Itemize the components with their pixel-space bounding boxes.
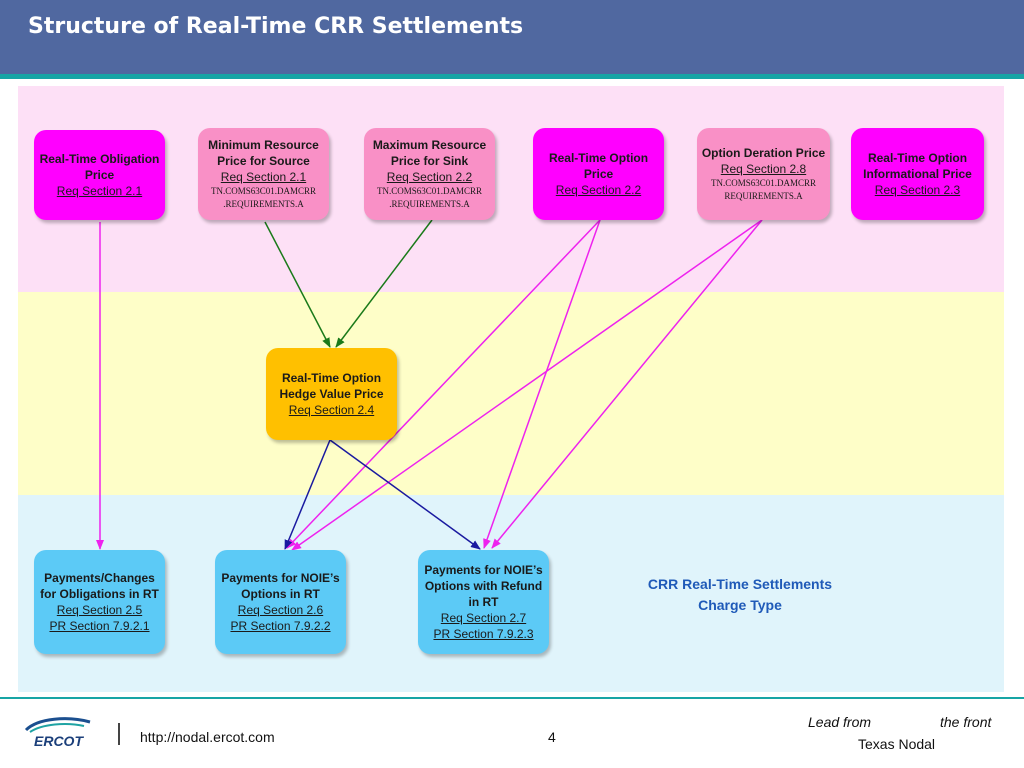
node-req-ref: Req Section 2.2 [555,183,642,197]
node-line: Real-Time Option [281,371,382,385]
node-line: Price for Sink [390,154,469,168]
node-tn-code: REQUIREMENTS.A [724,191,803,201]
node-line: Price [84,168,115,182]
node-rt-option-informational-price: Real-Time Option Informational Price Req… [851,128,984,220]
node-max-resource-price: Maximum Resource Price for Sink Req Sect… [364,128,495,220]
node-line: in RT [468,595,499,609]
node-option-deration-price: Option Deration Price Req Section 2.8 TN… [697,128,830,220]
arrow-option-deration-to-pay-noie-options [291,219,763,551]
node-min-resource-price: Minimum Resource Price for Source Req Se… [198,128,329,220]
node-req-ref: Req Section 2.1 [56,184,143,198]
node-pr-ref: PR Section 7.9.2.1 [49,619,150,633]
node-line: Real-Time Option [867,151,968,165]
node-req-ref: Req Section 2.1 [220,170,307,184]
node-line: Option Deration Price [701,146,826,160]
footer-accent-line [0,697,1024,699]
page-number: 4 [548,729,556,745]
node-line: Payments for NOIE’s [424,563,543,577]
node-line: Payments for NOIE’s [221,571,340,585]
node-line: for Obligations in RT [40,587,159,601]
footer-separator [118,723,120,745]
tagline-texas-nodal: Texas Nodal [858,736,936,752]
arrow-min-resource-to-hedge-value [264,221,331,348]
arrow-rt-option-to-pay-noie-refund [483,219,601,549]
footer-url-link[interactable]: http://nodal.ercot.com [140,729,275,745]
node-pr-ref: PR Section 7.9.2.2 [230,619,331,633]
node-line: Minimum Resource [208,138,319,152]
node-req-ref: Req Section 2.7 [440,611,527,625]
node-line: Maximum Resource [372,138,487,152]
header-bar [0,0,1024,74]
node-rt-option-hedge-value-price: Real-Time Option Hedge Value Price Req S… [266,348,397,440]
charge-type-legend: CRR Real-Time Settlements Charge Type [630,574,850,616]
header-accent-line [0,74,1024,79]
logo-text: ERCOT [34,733,84,749]
node-req-ref: Req Section 2.3 [874,183,961,197]
arrow-hedge-value-to-pay-noie-options [284,439,331,550]
input-prices-band [18,86,1004,292]
node-rt-option-price: Real-Time Option Price Req Section 2.2 [533,128,664,220]
node-pr-ref: PR Section 7.9.2.3 [433,627,534,641]
node-line: Payments/Changes [44,571,155,585]
node-tn-code: TN.COMS63C01.DAMCRR [210,186,317,196]
intermediate-band [18,292,1004,495]
node-line: Price for Source [217,154,310,168]
node-rt-obligation-price: Real-Time Obligation Price Req Section 2… [34,130,165,220]
node-line: Real-Time Option [548,151,649,165]
node-line: Real-Time Obligation [39,152,160,166]
node-req-ref: Req Section 2.8 [720,162,807,176]
node-tn-code: TN.COMS63C01.DAMCRR [376,186,483,196]
ercot-logo: ERCOT [24,717,91,749]
arrow-option-deration-to-pay-noie-refund [491,219,763,549]
node-tn-code: TN.COMS63C01.DAMCRR [710,178,817,188]
node-payments-noie-options-refund-rt: Payments for NOIE’s Options with Refund … [418,550,549,654]
tagline-the-front: the front [940,714,992,730]
arrow-rt-option-to-pay-noie-options [286,219,601,549]
node-line: Price [583,167,614,181]
node-line: Informational Price [863,167,972,181]
node-line: Options with Refund [424,579,543,593]
node-line: Hedge Value Price [279,387,384,401]
legend-line: Charge Type [698,597,782,613]
node-payments-noie-options-rt: Payments for NOIE’s Options in RT Req Se… [215,550,346,654]
slide-title: Structure of Real-Time CRR Settlements [28,14,524,39]
legend-line: CRR Real-Time Settlements [647,576,833,592]
arrow-max-resource-to-hedge-value [335,219,433,348]
node-tn-code: .REQUIREMENTS.A [223,199,304,209]
node-req-ref: Req Section 2.6 [237,603,324,617]
arrow-hedge-value-to-pay-noie-refund [329,439,481,550]
node-req-ref: Req Section 2.5 [56,603,143,617]
node-line: Options in RT [241,587,320,601]
node-req-ref: Req Section 2.4 [288,403,375,417]
node-req-ref: Req Section 2.2 [386,170,473,184]
node-tn-code: .REQUIREMENTS.A [389,199,470,209]
node-payments-obligations-rt: Payments/Changes for Obligations in RT R… [34,550,165,654]
tagline-lead-from: Lead from [808,714,872,730]
